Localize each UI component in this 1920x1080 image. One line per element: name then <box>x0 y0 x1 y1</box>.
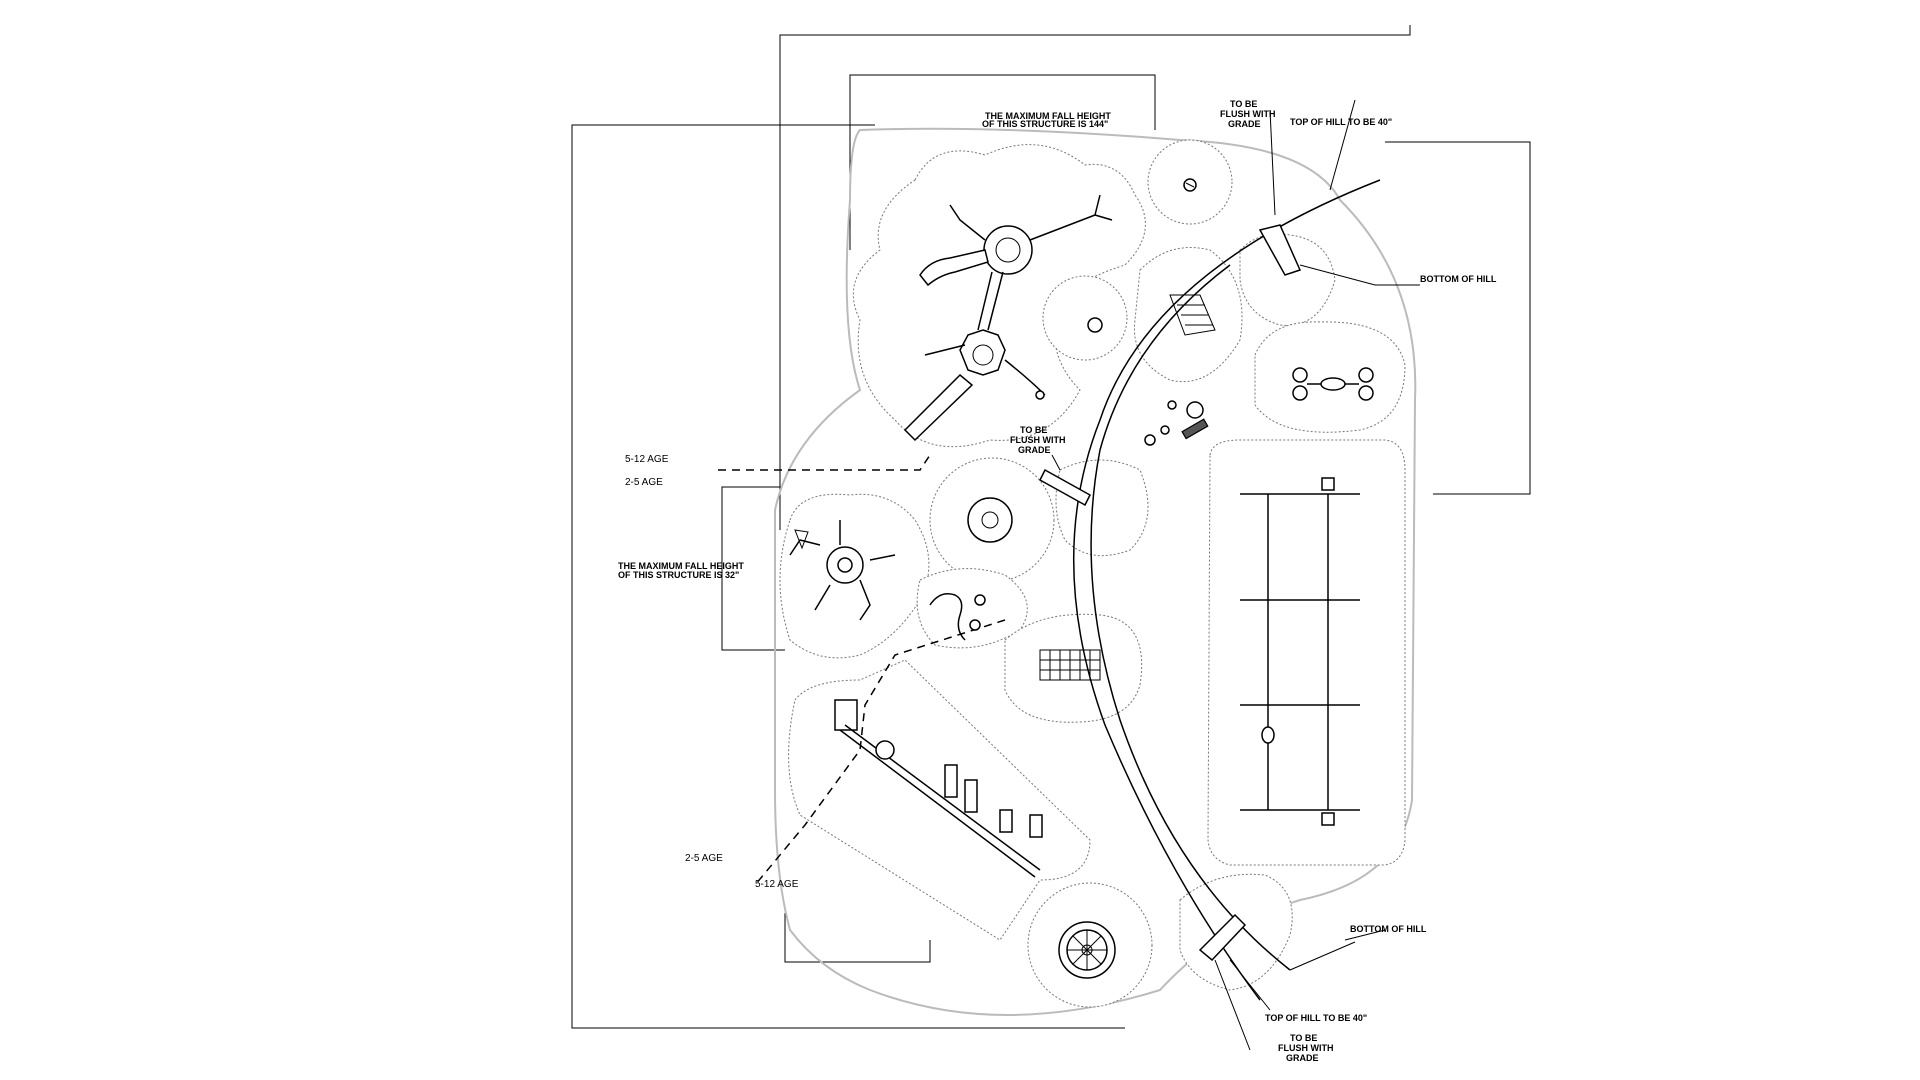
label-age-2-5-upper: 2-5 AGE <box>625 477 663 488</box>
small-items-cluster <box>1144 400 1209 446</box>
path-ramp-upper <box>1039 468 1091 507</box>
label-flush-mid-1: TO BE <box>1020 425 1047 435</box>
zone-small-play <box>1042 275 1128 361</box>
label-age-5-12-upper: 5-12 AGE <box>625 454 669 465</box>
label-fall-height-2-5-line1: THE MAXIMUM FALL HEIGHT <box>618 561 744 571</box>
overhead-bar-lower <box>834 699 1043 878</box>
label-flush-upper-1: TO BE <box>1230 99 1257 109</box>
label-flush-mid-3: GRADE <box>1018 445 1051 455</box>
zone-5-12-structure <box>852 144 1146 448</box>
zone-seesaw <box>1254 321 1406 433</box>
spinner-icon <box>1183 178 1197 192</box>
label-bottom-hill-upper: BOTTOM OF HILL <box>1420 274 1497 284</box>
spring-rider-cluster <box>929 593 986 641</box>
hill-path <box>1073 179 1381 1001</box>
swing-set <box>1240 477 1360 826</box>
label-top-hill-upper: TOP OF HILL TO BE 40" <box>1290 117 1392 127</box>
play-structure-2-5 <box>789 520 896 621</box>
zone-lower-equipment <box>788 659 1091 941</box>
label-flush-lower-3: GRADE <box>1286 1053 1319 1063</box>
label-flush-lower-2: FLUSH WITH <box>1278 1043 1334 1053</box>
label-top-hill-lower: TOP OF HILL TO BE 40" <box>1265 1013 1367 1023</box>
play-structure-5-12 <box>903 194 1113 442</box>
hill-slide-upper <box>1258 224 1302 276</box>
label-bottom-hill-lower: BOTTOM OF HILL <box>1350 924 1427 934</box>
zone-right-upper <box>1239 233 1336 326</box>
merry-go-round <box>1058 921 1116 979</box>
label-flush-upper-3: GRADE <box>1228 119 1261 129</box>
hill-slide-lower <box>1198 913 1247 962</box>
leader-lines <box>1051 99 1420 1051</box>
label-flush-lower-1: TO BE <box>1290 1033 1317 1043</box>
zone-mid-path <box>1055 459 1149 557</box>
age-divider-upper <box>718 454 931 471</box>
zone-swings <box>1207 439 1406 866</box>
small-play-icon <box>1087 317 1103 333</box>
label-age-2-5-lower: 2-5 AGE <box>685 853 723 864</box>
net-climber-icon <box>1169 294 1216 336</box>
age-divider-lower <box>754 619 1006 886</box>
net-climber-mid <box>1039 649 1101 681</box>
label-flush-mid-2: FLUSH WITH <box>1010 435 1066 445</box>
label-fall-height-512-line1: THE MAXIMUM FALL HEIGHT <box>985 111 1111 121</box>
seesaw-icon <box>1292 367 1374 401</box>
label-flush-upper-2: FLUSH WITH <box>1220 109 1276 119</box>
label-fall-height-2-5-line2: OF THIS STRUCTURE IS 32" <box>618 570 739 580</box>
zone-net-mid <box>1004 613 1143 723</box>
label-fall-height-512-line2: OF THIS STRUCTURE IS 144" <box>982 119 1108 129</box>
spin-disk <box>967 497 1013 543</box>
dimension-lines <box>571 25 1531 1029</box>
site-boundary <box>774 127 1417 1016</box>
label-age-5-12-lower: 5-12 AGE <box>755 879 799 890</box>
